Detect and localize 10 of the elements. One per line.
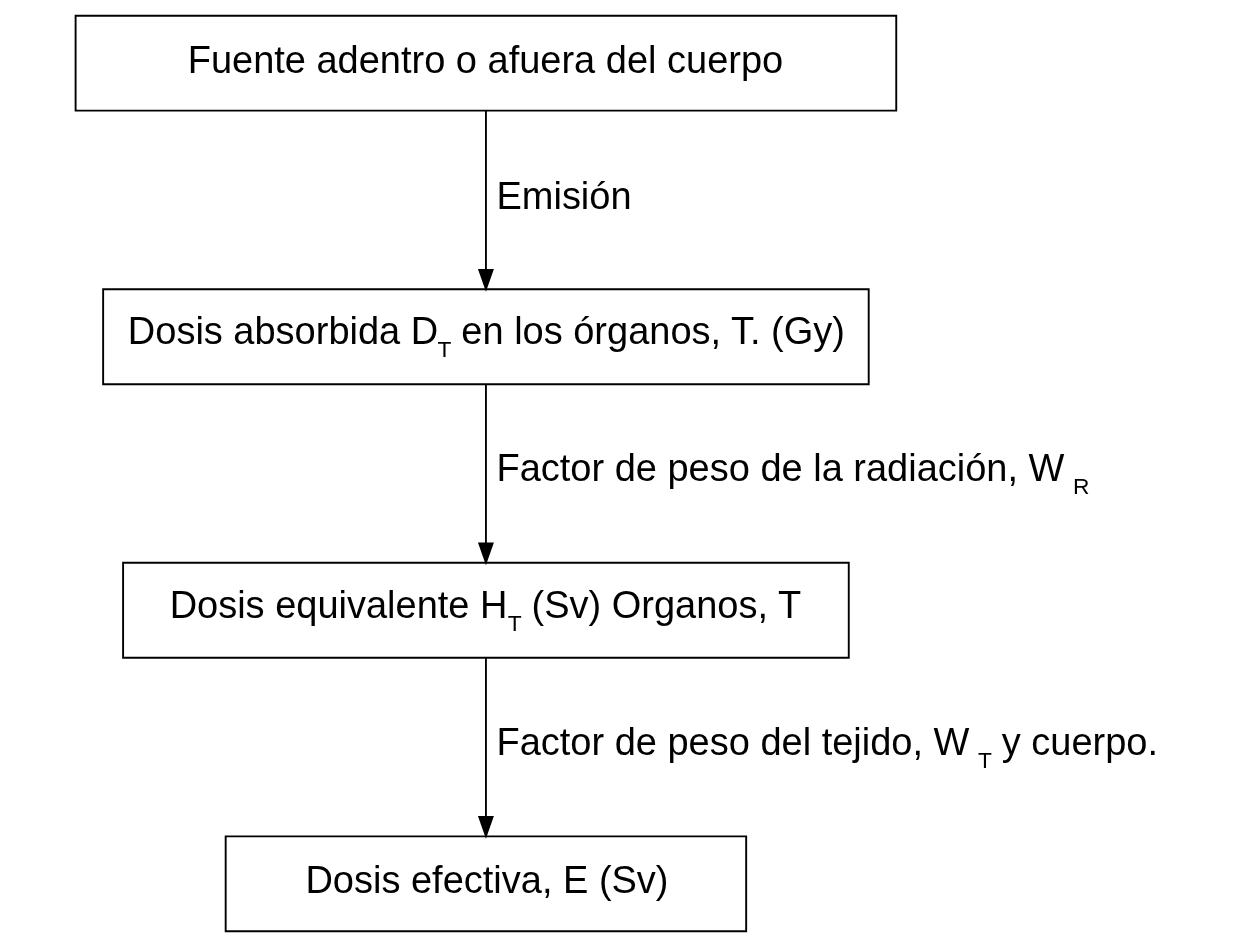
edge-label: Emisión xyxy=(495,175,632,218)
arrow xyxy=(477,383,494,566)
node-box: Dosis absorbida D$_{T}$ en los órganos, T. (Gy) xyxy=(101,288,870,386)
arrow xyxy=(477,657,494,839)
node-box: Dosis equivalente H$_{T}$ (Sv) Organos, T xyxy=(121,561,850,659)
edge-label: Factor de peso del tejido, W$_{T}$ y cuerpo. xyxy=(495,720,1158,773)
arrow xyxy=(477,109,494,292)
node-box: Fuente adentro o afuera del cuerpo xyxy=(74,14,897,112)
edge-label: Factor de peso de la radiación, W$_{R}$ xyxy=(495,447,1089,500)
node-box: Dosis efectiva, E (Sv) xyxy=(224,835,747,933)
